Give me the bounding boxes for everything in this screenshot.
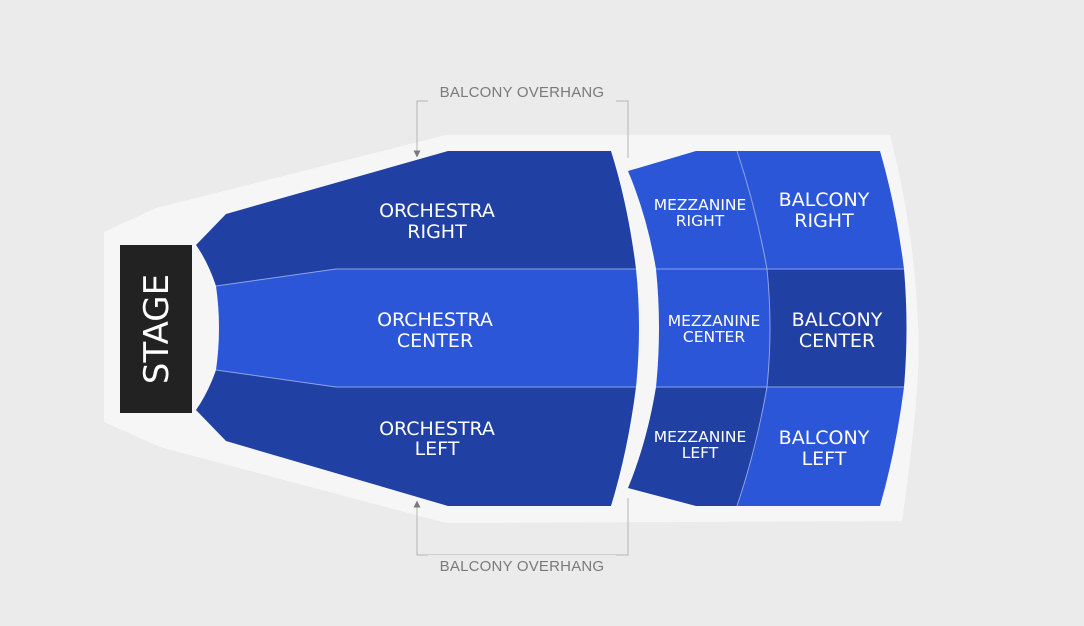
stage-label: STAGE <box>137 274 177 384</box>
mezzanine-right-label-line2: RIGHT <box>676 212 725 230</box>
overhang-label-bottom: BALCONY OVERHANG <box>440 558 605 575</box>
section-orchestra-center[interactable] <box>216 269 639 387</box>
balcony-center-label-line2: CENTER <box>799 330 875 352</box>
mezz-balcony-divider-mid <box>766 268 771 388</box>
section-balcony-center[interactable] <box>767 269 907 387</box>
orchestra-divider-bottom <box>215 369 636 388</box>
overhang-label-top: BALCONY OVERHANG <box>440 84 605 101</box>
orchestra-center-label-line2: CENTER <box>397 330 473 352</box>
mezzanine-left-label-line1: MEZZANINE <box>654 428 747 446</box>
balcony-left-label-line2: LEFT <box>802 448 847 470</box>
section-mezzanine-center[interactable] <box>656 269 770 387</box>
mezzanine-center-label-line2: CENTER <box>683 328 745 346</box>
balcony-right-label-line1: BALCONY <box>779 189 870 211</box>
overhang-label-bottom-bg <box>428 555 616 577</box>
orchestra-center-label-line1: ORCHESTRA <box>377 309 493 331</box>
mezzanine-right-label-line1: MEZZANINE <box>654 196 747 214</box>
orchestra-divider-top <box>215 268 636 287</box>
mezzanine-left-label-line2: LEFT <box>682 444 719 462</box>
orchestra-left-label-line2: LEFT <box>415 438 460 460</box>
section-balcony-right[interactable] <box>737 151 904 269</box>
section-mezzanine-right[interactable] <box>628 151 767 269</box>
balcony-center-label-line1: BALCONY <box>792 309 883 331</box>
balcony-right-label-line2: RIGHT <box>794 210 854 232</box>
mezz-balcony-divider-top <box>736 150 768 270</box>
mezzanine-center-label-line1: MEZZANINE <box>668 312 761 330</box>
mezz-balcony-divider-bottom <box>736 386 768 507</box>
section-balcony-left[interactable] <box>737 387 904 506</box>
orchestra-right-label-line1: ORCHESTRA <box>379 200 495 222</box>
stage <box>120 245 192 413</box>
section-orchestra-left[interactable] <box>196 370 636 506</box>
section-mezzanine-left[interactable] <box>628 387 767 506</box>
section-orchestra-right[interactable] <box>196 151 636 286</box>
orchestra-right-label-line2: RIGHT <box>407 221 467 243</box>
overhang-label-top-bg <box>428 82 616 102</box>
balcony-left-label-line1: BALCONY <box>779 427 870 449</box>
orchestra-left-label-line1: ORCHESTRA <box>379 418 495 440</box>
